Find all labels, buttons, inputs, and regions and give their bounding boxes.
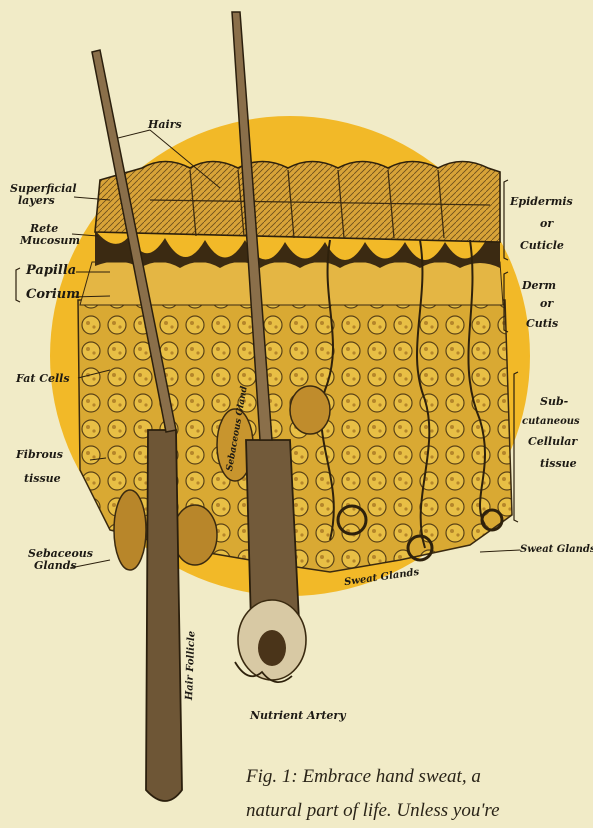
label-fibrous-tissue-1: Fibrous — [16, 449, 63, 461]
left-hair-follicle — [146, 430, 182, 801]
caption-line-2: natural part of life. Unless you're — [246, 800, 500, 821]
label-superficial-layers-2: layers — [18, 195, 55, 207]
label-subcutaneous-3: Cellular — [528, 436, 577, 448]
label-rete-mucosum-2: Mucosum — [20, 235, 80, 247]
label-fibrous-tissue-2: tissue — [24, 473, 61, 485]
label-papilla: Papilla — [26, 265, 76, 277]
label-sebaceous-glands-2: Glands — [34, 560, 77, 572]
label-subcutaneous-1: Sub- — [540, 396, 568, 408]
label-epidermis-1: Epidermis — [510, 196, 573, 208]
figure-caption: Fig. 1: Embrace hand sweat, a natural pa… — [246, 760, 586, 828]
label-derm-3: Cutis — [526, 318, 558, 330]
label-sweat-glands: Sweat Glands — [520, 544, 593, 556]
caption-line-1: Fig. 1: Embrace hand sweat, a — [246, 766, 481, 787]
label-epidermis-2: or — [540, 218, 553, 230]
label-corium: Corium — [26, 289, 80, 301]
label-hairs: Hairs — [148, 119, 182, 131]
label-subcutaneous-2: cutaneous — [522, 416, 580, 428]
label-derm-2: or — [540, 298, 553, 310]
label-nutrient-artery: Nutrient Artery — [250, 710, 346, 722]
label-inner-hair-follicle: Hair Follicle — [184, 631, 198, 701]
label-derm-1: Derm — [522, 280, 556, 292]
label-epidermis-3: Cuticle — [520, 240, 564, 252]
label-fat-cells: Fat Cells — [16, 373, 70, 385]
label-subcutaneous-4: tissue — [540, 458, 577, 470]
